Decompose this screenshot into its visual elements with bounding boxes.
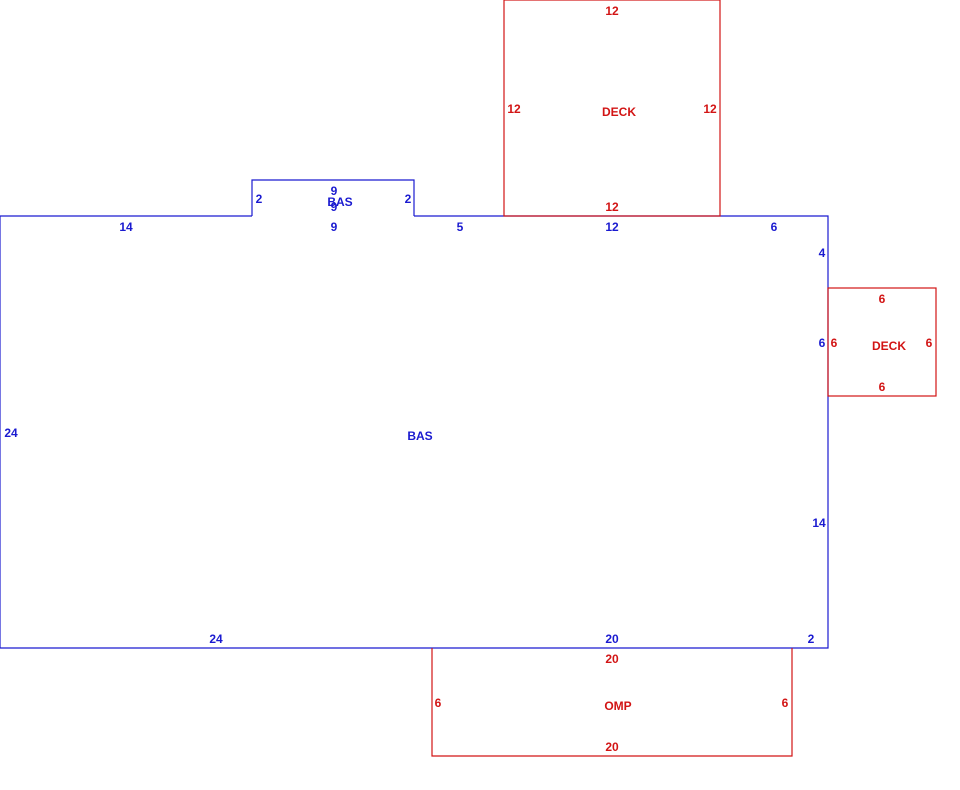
omp-dim-left: 6 bbox=[435, 696, 442, 710]
bas-main-outline bbox=[0, 215, 829, 649]
omp-outline bbox=[431, 648, 793, 757]
deck-top-dim-bottom: 12 bbox=[605, 200, 619, 214]
deck-right-dim-top: 6 bbox=[879, 292, 886, 306]
omp-dim-bottom: 20 bbox=[605, 740, 619, 754]
bas-dim-bottom-b: 20 bbox=[605, 632, 619, 646]
bas-main-label: BAS bbox=[407, 429, 432, 443]
deck-top-dim-left: 12 bbox=[507, 102, 521, 116]
bas-dim-right-a: 4 bbox=[819, 246, 826, 260]
omp-dim-top: 20 bbox=[605, 652, 619, 666]
bas-bump-dim-left: 2 bbox=[256, 192, 263, 206]
bas-dim-right-b: 6 bbox=[819, 336, 826, 350]
deck-top-label: DECK bbox=[602, 105, 636, 119]
bas-dim-left: 24 bbox=[4, 426, 18, 440]
deck-right-dim-right: 6 bbox=[926, 336, 933, 350]
bas-bump-dim-right: 2 bbox=[405, 192, 412, 206]
deck-top-dim-right: 12 bbox=[703, 102, 717, 116]
bas-dim-top-d: 12 bbox=[605, 220, 619, 234]
bas-dim-right-c: 14 bbox=[812, 516, 826, 530]
bas-dim-top-e: 6 bbox=[771, 220, 778, 234]
bas-bump-dim-top: 9 bbox=[331, 184, 338, 198]
bas-bump-outline bbox=[251, 179, 415, 216]
omp-dim-right: 6 bbox=[782, 696, 789, 710]
deck-right-dim-left: 6 bbox=[831, 336, 838, 350]
bas-dim-bottom-a: 24 bbox=[209, 632, 223, 646]
deck-right-label: DECK bbox=[872, 339, 906, 353]
bas-bump-label: BAS bbox=[327, 195, 352, 209]
bas-dim-top-a: 14 bbox=[119, 220, 133, 234]
deck-top-outline bbox=[503, 0, 721, 217]
bas-dim-top-c: 5 bbox=[457, 220, 464, 234]
bas-bump-dim-bottom: 9 bbox=[331, 200, 338, 214]
deck-top-dim-top: 12 bbox=[605, 4, 619, 18]
bas-dim-bottom-c: 2 bbox=[808, 632, 815, 646]
omp-label: OMP bbox=[604, 699, 631, 713]
deck-right-dim-bottom: 6 bbox=[879, 380, 886, 394]
deck-right-outline bbox=[827, 287, 937, 397]
bas-dim-top-b: 9 bbox=[331, 220, 338, 234]
